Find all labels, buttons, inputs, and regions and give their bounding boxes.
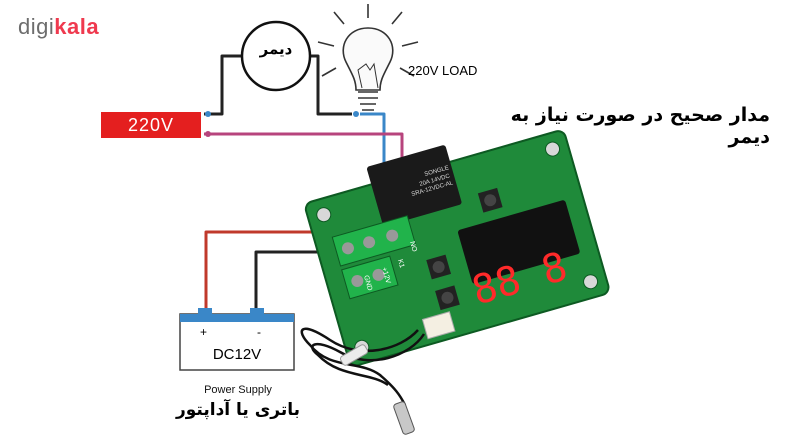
terminal-label: NO (408, 241, 418, 254)
terminal-label: +12V (380, 267, 391, 285)
sensor-connector (421, 311, 456, 340)
battery-voltage: DC12V (212, 346, 262, 363)
wire-dot (205, 131, 211, 137)
brand-logo: digikala (18, 14, 100, 39)
wire-source-to-dimmer (204, 54, 242, 116)
battery-minus: - (257, 325, 261, 339)
terminal-label: GND (362, 275, 373, 292)
temperature-sensor (300, 327, 426, 406)
sensor-probe (393, 401, 415, 435)
battery-plus: + (200, 325, 208, 339)
terminal-label: K1 (396, 259, 405, 269)
power-supply-label: Power Supply (204, 384, 272, 396)
led-display (457, 200, 580, 284)
dimmer-label: دیمر (259, 40, 293, 58)
wire-dot (205, 111, 211, 117)
wire-dot (353, 111, 359, 117)
thermostat-board (304, 130, 610, 367)
dimmer-symbol (240, 20, 312, 92)
battery-farsi-label: باتری یا آداپتور (175, 400, 301, 420)
wire-dimmer-to-bulb (310, 54, 352, 116)
relay-component (367, 145, 462, 226)
source-220v: 220V (101, 112, 201, 138)
battery-icon (179, 308, 295, 371)
wire-positive (204, 230, 352, 314)
cable-tie (339, 344, 369, 366)
terminal-block (341, 255, 399, 300)
bulb-icon (317, 4, 419, 111)
load-label: 220V LOAD (408, 63, 478, 78)
diagram-heading: مدار صحیح در صورت نیاز به دیمر (510, 104, 770, 148)
